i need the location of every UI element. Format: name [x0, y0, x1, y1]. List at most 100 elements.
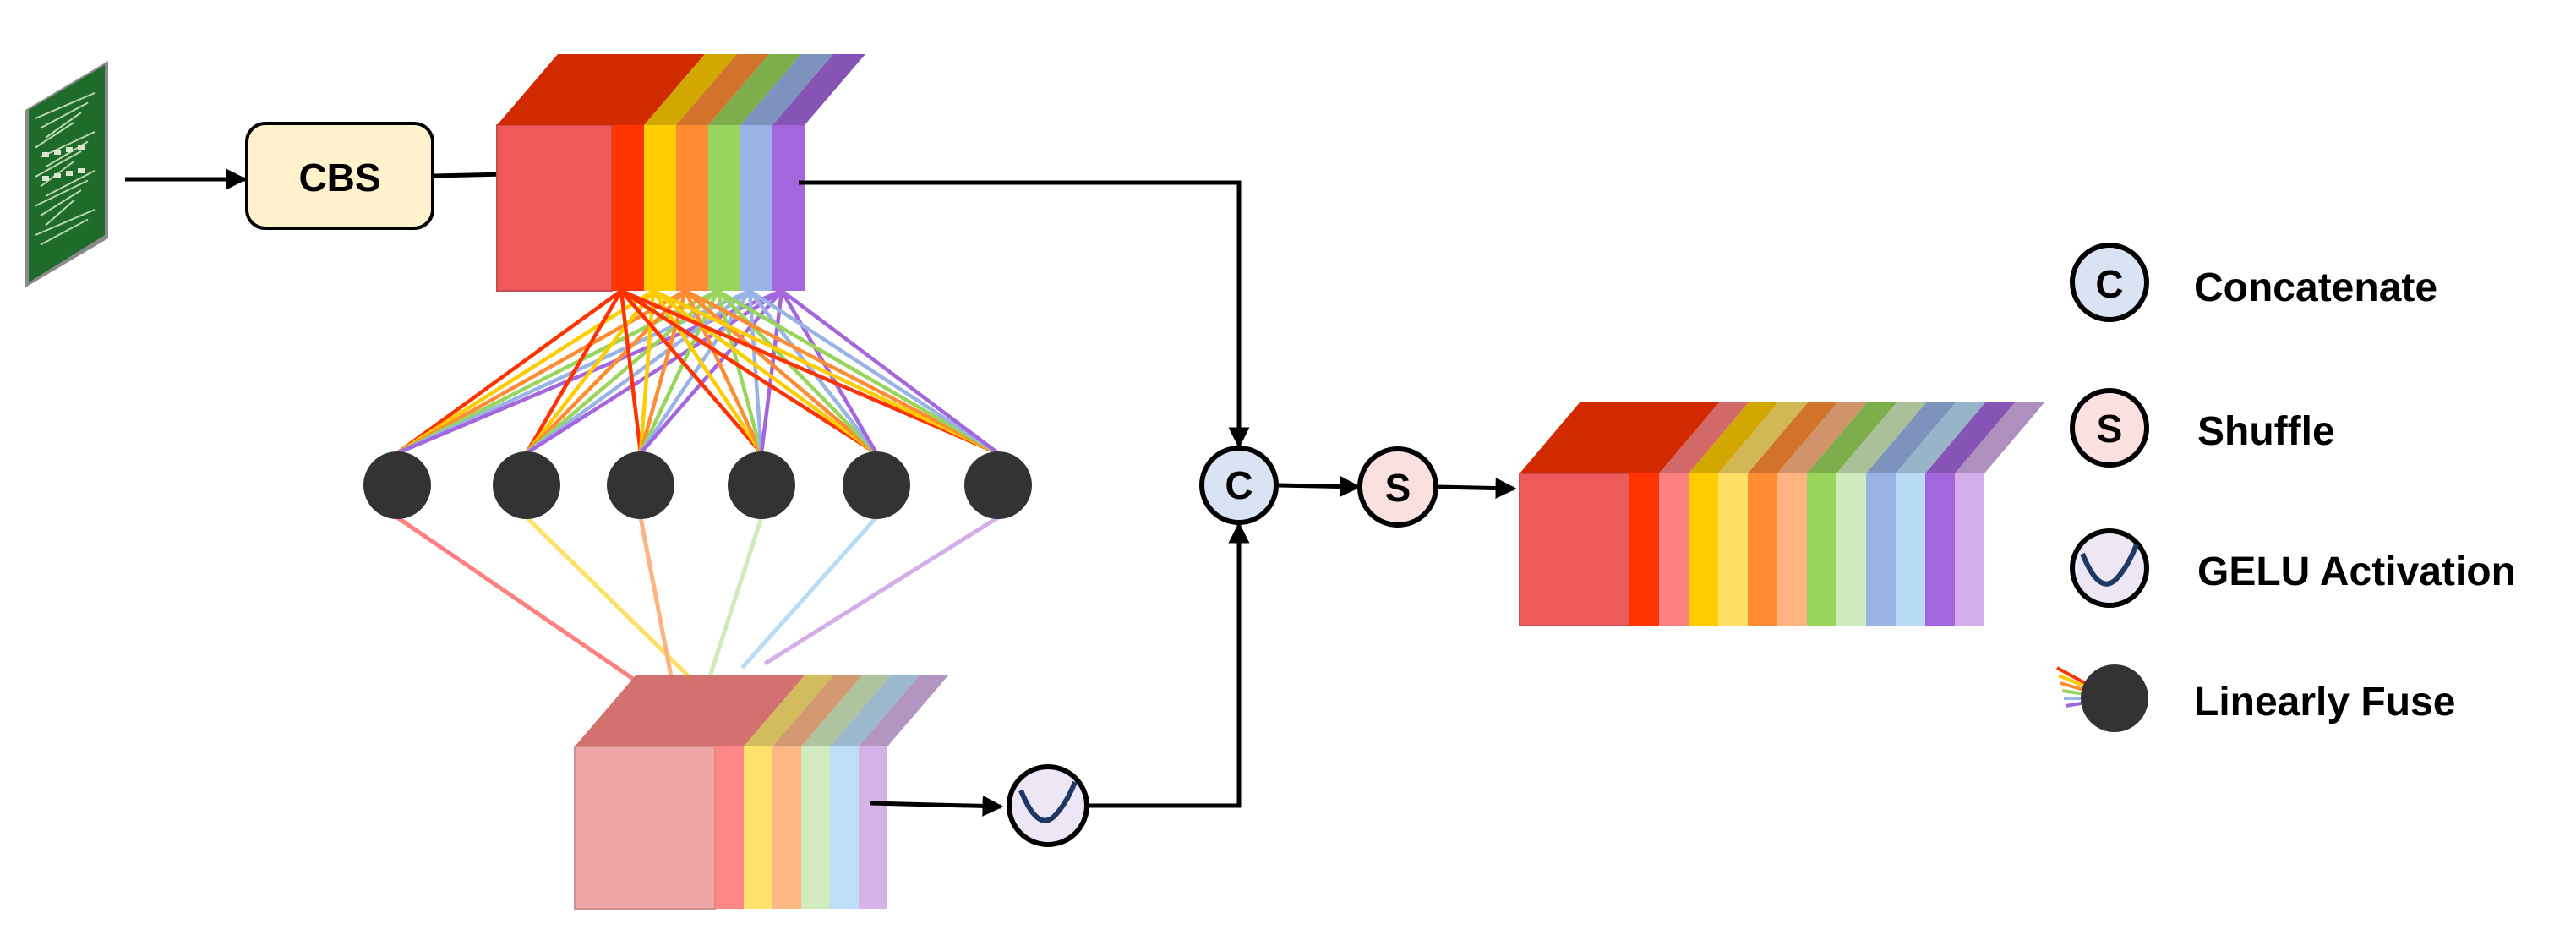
- output-block-channel: [1925, 473, 1955, 626]
- arrow-fused-to-gelu: [870, 795, 1004, 817]
- fused-block-channel: [859, 746, 887, 909]
- fused-block-channel-top: [801, 675, 891, 746]
- legend-label-gelu: GELU Activation: [2197, 550, 2516, 594]
- arrow-gelu-to-concat: [1089, 522, 1250, 808]
- output-block-channel: [1689, 473, 1718, 626]
- concatenate-icon: [2070, 243, 2149, 322]
- output-block-channel-top: [1659, 402, 1749, 473]
- shuffle-operator: S: [1357, 446, 1438, 528]
- legend-shuffle-symbol: S: [2097, 407, 2123, 451]
- top-block-channel: [772, 125, 805, 291]
- concat-symbol: C: [1225, 463, 1253, 507]
- output-block-channel-top: [1955, 402, 2045, 473]
- arrow-concat-to-shuffle: [1277, 476, 1362, 498]
- gelu-operator: [1007, 764, 1089, 847]
- fuse-line: [652, 289, 878, 455]
- top-block-channel: [612, 125, 644, 291]
- top-block-channel: [676, 125, 708, 291]
- top-block-channel: [708, 125, 740, 291]
- fuse-line: [747, 290, 764, 454]
- output-block-channel-top: [1896, 402, 1986, 473]
- fuse-line: [639, 289, 783, 455]
- fuse-line: [396, 289, 623, 455]
- fuse-line: [638, 290, 656, 454]
- linear-fuse-icon: [2056, 664, 2148, 732]
- fuse-line: [638, 290, 720, 454]
- output-block-channel-top: [1689, 402, 1779, 473]
- feature-block-top: [496, 54, 865, 292]
- fused-block-channel-top: [575, 675, 805, 746]
- node-output-line: [707, 517, 764, 677]
- top-block-channel-top: [676, 54, 769, 125]
- fused-block-channel: [715, 746, 744, 909]
- top-block-channel-top: [708, 54, 801, 125]
- fuse-line: [684, 289, 1000, 455]
- output-block-channel-top: [1777, 402, 1868, 473]
- top-block-channel: [740, 125, 772, 291]
- output-block-channel: [1896, 473, 1925, 626]
- fuse-node: [363, 451, 431, 519]
- output-block-channel: [1777, 473, 1807, 626]
- fused-block-channel-top: [744, 675, 833, 746]
- output-block-channel-top: [1748, 402, 1838, 473]
- feature-block-fused: [574, 675, 948, 910]
- node-output-line: [763, 515, 1000, 666]
- fuse-line: [684, 289, 878, 455]
- fuse-line: [759, 290, 784, 454]
- legend: C Concatenate S Shuffle GELU Activation …: [2056, 243, 2516, 732]
- fused-block-channel: [744, 746, 772, 909]
- output-block-channel: [1866, 473, 1896, 626]
- arrow-features-to-concat: [799, 180, 1250, 449]
- output-block-channel-top: [1520, 402, 1720, 473]
- fused-block-channel: [801, 746, 830, 909]
- output-block-channel: [1748, 473, 1777, 626]
- output-block-channel: [1659, 473, 1689, 626]
- fuse-line: [619, 289, 878, 455]
- concatenate-operator: C: [1199, 446, 1279, 525]
- shuffle-symbol: S: [1385, 466, 1411, 510]
- fuse-line: [716, 289, 878, 455]
- top-block-channel: [644, 125, 676, 291]
- legend-item-concatenate: C Concatenate: [2070, 243, 2437, 322]
- output-block-channel-top: [1836, 402, 1927, 473]
- fused-block-front-face: [574, 746, 716, 910]
- cbs-label: CBS: [298, 156, 380, 200]
- fuse-line: [780, 289, 1000, 455]
- fused-block-channel-top: [772, 675, 862, 746]
- fuse-line: [652, 289, 763, 455]
- node-output-connections: [396, 515, 1000, 683]
- top-block-channel-top: [497, 54, 705, 125]
- top-block-channel-top: [644, 54, 737, 125]
- top-block-channel-top: [740, 54, 833, 125]
- fuse-line: [715, 290, 764, 454]
- output-block-channel-top: [1866, 402, 1957, 473]
- fuse-line: [683, 290, 764, 454]
- node-output-line: [740, 516, 878, 670]
- cbs-block: [245, 122, 434, 230]
- output-block-channel: [1629, 473, 1659, 626]
- input-pcb-image: [25, 61, 108, 287]
- fuse-node: [843, 451, 910, 519]
- fused-block-channel-top: [830, 675, 920, 746]
- fuse-line: [639, 289, 751, 455]
- fuse-node: [728, 451, 795, 519]
- legend-item-linear-fuse: Linearly Fuse: [2056, 664, 2455, 732]
- output-block-front-face: [1519, 473, 1630, 626]
- fuse-line: [525, 289, 655, 455]
- node-output-line: [638, 517, 674, 681]
- gelu-icon: [2070, 528, 2149, 608]
- fuse-node: [607, 451, 674, 519]
- fused-block-channel: [772, 746, 801, 909]
- fused-block-channel: [830, 746, 859, 909]
- legend-item-gelu: GELU Activation: [2070, 528, 2516, 608]
- output-block-channel: [1807, 473, 1836, 626]
- node-output-line: [396, 515, 637, 683]
- gelu-curve-icon: [1018, 780, 1078, 823]
- output-block-channel: [1955, 473, 1984, 626]
- legend-label-concatenate: Concatenate: [2194, 265, 2437, 310]
- output-block-channel: [1836, 473, 1866, 626]
- output-block-channel-top: [1807, 402, 1897, 473]
- feature-block-output: [1519, 402, 2045, 626]
- fuse-line: [619, 290, 643, 454]
